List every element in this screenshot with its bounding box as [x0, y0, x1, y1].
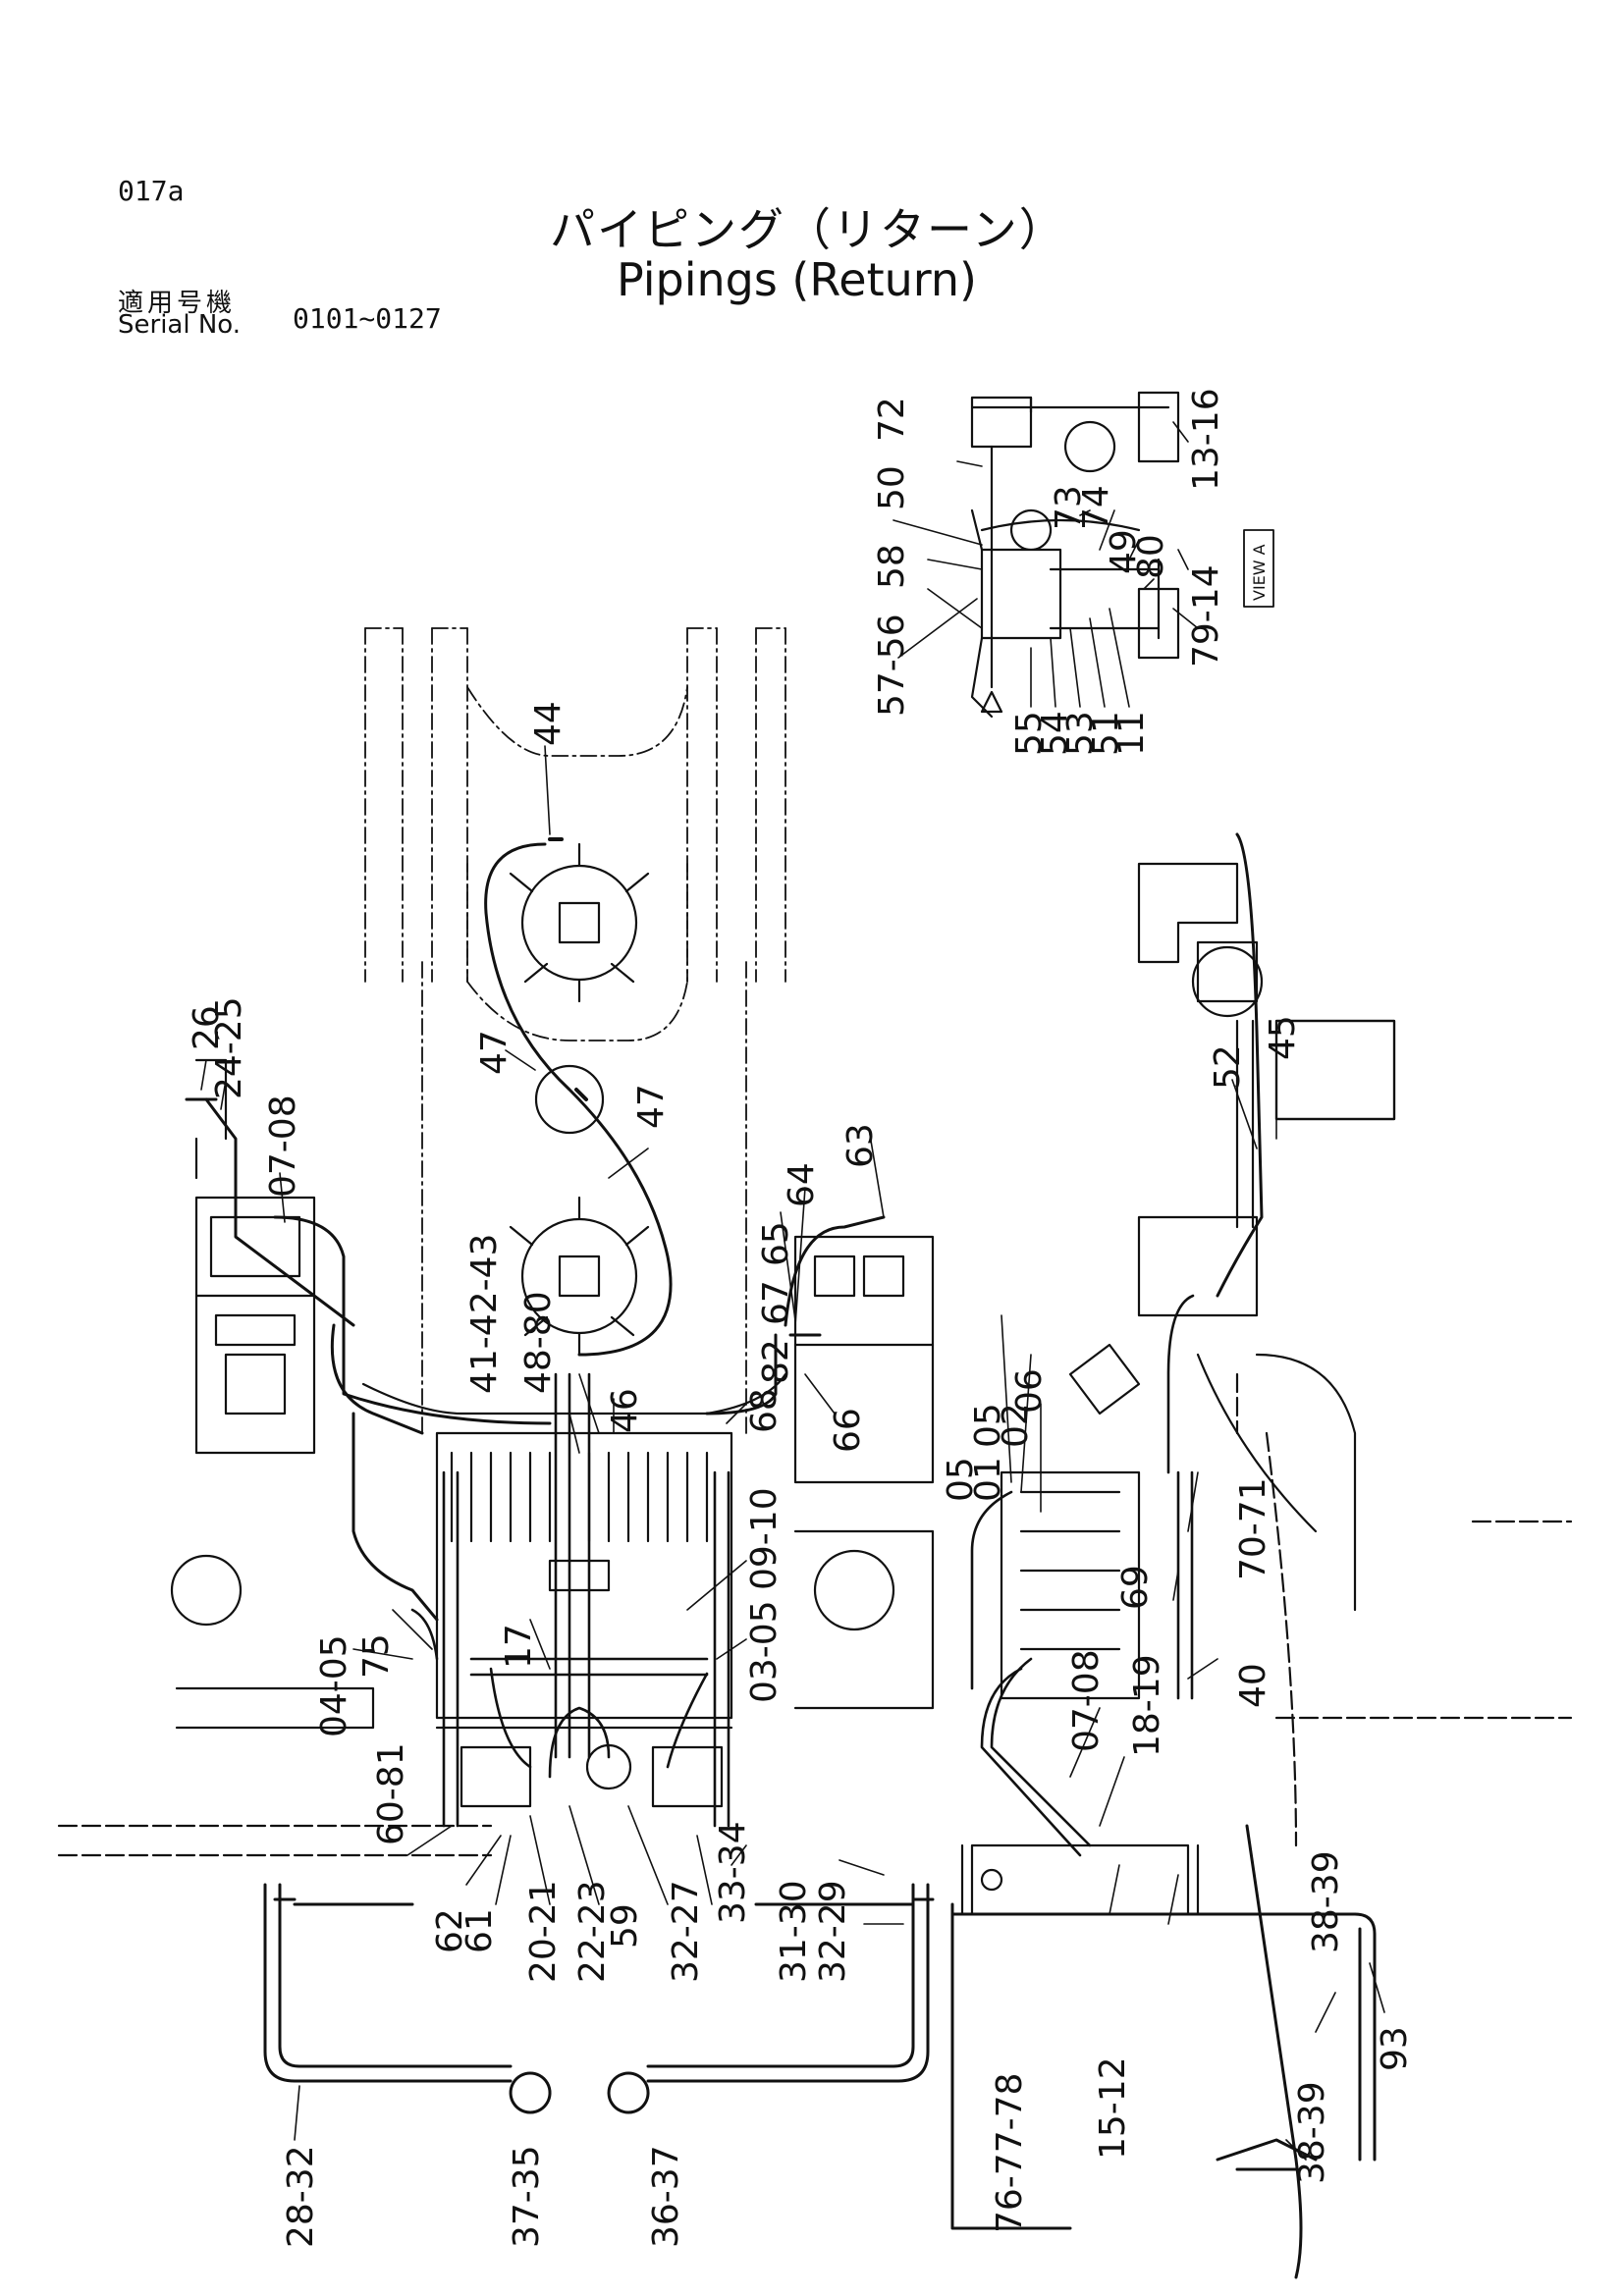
center-engine-block [361, 1372, 787, 1808]
callout-70-71: 70-71 [1233, 1477, 1273, 1580]
left-tank [170, 1554, 243, 1627]
callout-32-29: 32-29 [813, 1880, 853, 1983]
callout-05-upper: 05 [968, 1403, 1008, 1448]
callout-44: 44 [528, 701, 568, 746]
callout-69: 69 [1115, 1565, 1156, 1610]
callout-37-35: 37-35 [507, 2145, 547, 2248]
callout-47-b: 47 [631, 1084, 672, 1129]
pipe-24-25-route [185, 1097, 552, 1622]
callout-09-10: 09-10 [744, 1487, 784, 1590]
callout-73: 73 [1049, 485, 1089, 530]
callout-55: 55 [1009, 711, 1050, 756]
callout-41-42-43: 41-42-43 [464, 1234, 505, 1394]
callout-24-25: 24-25 [209, 996, 249, 1099]
view-a-marker: VIEW A [1250, 544, 1269, 601]
right-pump [793, 1235, 935, 1710]
serial-range: 0101~0127 [293, 302, 442, 335]
serial-label-japanese: 適用号機 [118, 289, 237, 318]
callout-28-32: 28-32 [281, 2145, 321, 2248]
callout-82: 82 [756, 1339, 796, 1384]
callout-54: 54 [1035, 711, 1075, 756]
control-valve-block [1000, 1343, 1141, 1700]
return-pipe-left [263, 1883, 552, 2114]
callout-47-a: 47 [474, 1030, 514, 1075]
callout-01: 01 [968, 1457, 1008, 1502]
callout-51: 51 [1086, 711, 1126, 756]
callout-04-05: 04-05 [314, 1634, 354, 1737]
callout-36-37: 36-37 [646, 2145, 686, 2248]
swivel-joint [534, 1064, 605, 1135]
callout-49: 49 [1104, 529, 1144, 574]
callout-80: 80 [1131, 534, 1171, 579]
callout-48-80: 48-80 [518, 1291, 559, 1394]
view-a-inset [970, 391, 1274, 719]
callout-11: 11 [1111, 711, 1152, 756]
callout-26: 26 [187, 1005, 227, 1050]
left-beam [175, 1686, 375, 1730]
callout-45: 45 [1263, 1015, 1303, 1060]
upper-frame [364, 627, 786, 1434]
callout-38-39-b: 38-39 [1292, 2081, 1332, 2184]
callout-76-77-78: 76-77-78 [990, 2073, 1030, 2233]
callout-93: 93 [1375, 2026, 1415, 2071]
callout-labels: 72 50 58 57-56 73 74 49 80 13-16 79-14 5… [187, 388, 1415, 2248]
callout-75: 75 [356, 1633, 397, 1679]
left-pump [194, 1058, 316, 1455]
hose-47 [484, 842, 673, 1357]
callout-13-16: 13-16 [1186, 388, 1226, 491]
center-return-pipes [410, 1372, 730, 1828]
callout-38-39-a: 38-39 [1306, 1850, 1346, 1953]
upper-sprocket [509, 842, 650, 1003]
pipe-45-52 [1216, 832, 1264, 1298]
callout-61: 61 [460, 1908, 500, 1953]
callout-31-30: 31-30 [774, 1880, 814, 1983]
callout-07-08-top: 07-08 [263, 1095, 303, 1198]
callout-60-81: 60-81 [371, 1742, 411, 1845]
callout-03-05: 03-05 [744, 1600, 784, 1703]
callout-33-34: 33-34 [713, 1821, 753, 1924]
lower-sprocket [509, 1196, 650, 1357]
callout-64: 64 [782, 1162, 822, 1207]
callout-65: 65 [756, 1221, 796, 1266]
callout-46: 46 [605, 1388, 645, 1433]
callout-63: 63 [840, 1123, 881, 1168]
title-japanese: パイピング（リターン） [550, 203, 1066, 256]
callout-53: 53 [1060, 711, 1101, 756]
callout-72: 72 [872, 397, 912, 442]
callout-58: 58 [872, 544, 912, 589]
page-code: 017a [118, 175, 185, 207]
lower-frame-left [57, 1824, 493, 1857]
title-english: Pipings (Return) [617, 253, 977, 306]
callout-15-12: 15-12 [1093, 2056, 1133, 2160]
pipe-63-68-route [705, 1215, 886, 1415]
callout-07-08-bottom: 07-08 [1066, 1649, 1107, 1752]
callout-59: 59 [605, 1903, 645, 1949]
callout-18-19: 18-19 [1127, 1654, 1167, 1757]
callout-32-27: 32-27 [666, 1880, 706, 1983]
callout-79-14: 79-14 [1186, 564, 1226, 667]
callout-66: 66 [828, 1408, 868, 1453]
callout-62: 62 [430, 1908, 470, 1953]
callout-57-56: 57-56 [872, 614, 912, 717]
callout-40: 40 [1233, 1663, 1273, 1708]
return-pipe-far-right [950, 1824, 1377, 2279]
callout-02: 02 [996, 1403, 1036, 1448]
serial-label-english: Serial No. [118, 310, 241, 340]
callout-68: 68 [744, 1388, 784, 1433]
callout-17: 17 [499, 1624, 539, 1669]
callout-05-lower: 05 [941, 1457, 981, 1502]
callout-52: 52 [1208, 1044, 1248, 1090]
callout-06: 06 [1009, 1368, 1050, 1414]
callout-50: 50 [872, 465, 912, 510]
callout-22-23: 22-23 [572, 1880, 613, 1983]
leader-lines [200, 421, 1385, 2161]
callout-74: 74 [1076, 485, 1116, 530]
return-pipe-right [607, 1883, 935, 2114]
callout-67: 67 [756, 1280, 796, 1325]
callout-20-21: 20-21 [523, 1880, 564, 1983]
